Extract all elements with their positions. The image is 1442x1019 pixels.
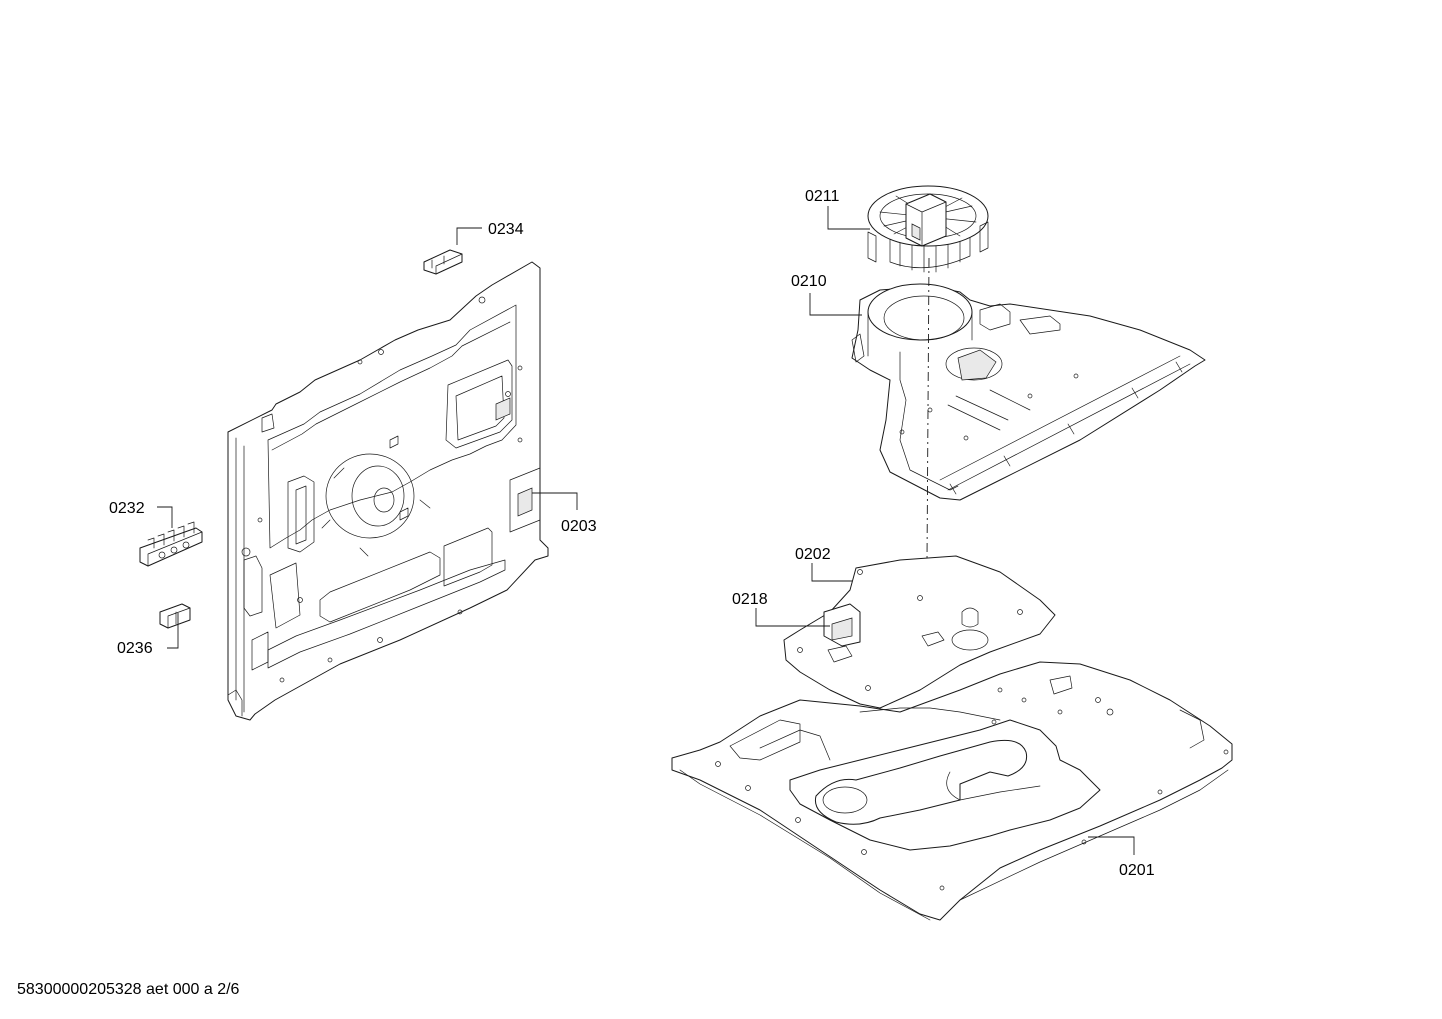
label-0201: 0201 — [1119, 862, 1155, 879]
assembly-axis-line — [926, 257, 930, 561]
terminal-block-part-0232 — [139, 521, 203, 567]
fan-housing-part — [851, 283, 1206, 501]
connector-part-0234 — [423, 249, 463, 275]
bracket-part-0236 — [159, 603, 191, 629]
label-0210: 0210 — [791, 273, 827, 290]
document-code: 58300000205328 aet 000 a 2/6 — [17, 981, 240, 998]
base-tray-part — [671, 661, 1233, 921]
label-0202: 0202 — [795, 546, 831, 563]
shield-plate-part — [783, 555, 1056, 709]
label-0211: 0211 — [805, 188, 840, 205]
label-0236: 0236 — [117, 640, 153, 657]
label-0234: 0234 — [488, 221, 524, 238]
label-0232: 0232 — [109, 500, 145, 517]
label-0218: 0218 — [732, 591, 768, 608]
leader-lines — [157, 206, 1135, 855]
label-0203: 0203 — [561, 518, 597, 535]
fan-motor-part — [867, 185, 989, 273]
back-panel-part — [227, 261, 549, 721]
